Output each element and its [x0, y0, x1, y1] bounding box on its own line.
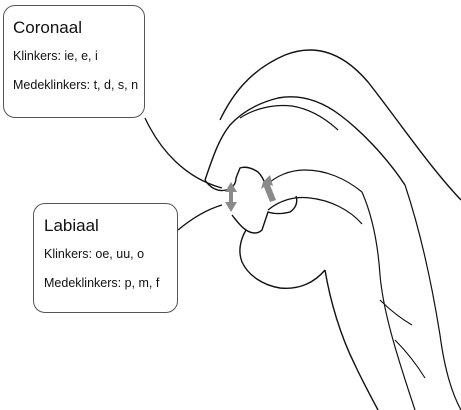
coronal-title: Coronaal — [13, 18, 144, 38]
chin-jaw — [240, 230, 325, 288]
tongue — [268, 198, 362, 225]
labial-callout: Labiaal Klinkers: oe, uu, o Medeklinkers… — [33, 203, 178, 313]
lower-lip — [232, 196, 297, 233]
labial-title: Labiaal — [44, 216, 177, 236]
nasal-contour — [240, 106, 338, 131]
coronal-consonants: Medeklinkers: t, d, s, n — [13, 77, 144, 93]
roof-of-mouth — [266, 170, 362, 192]
larynx-detail — [380, 300, 425, 378]
neck-front — [325, 270, 378, 410]
coronal-callout: Coronaal Klinkers: ie, e, i Medeklinkers… — [3, 5, 145, 118]
upper-lip — [205, 167, 266, 190]
labial-vowels: Klinkers: oe, uu, o — [44, 246, 177, 262]
coronal-pointer-line — [145, 118, 222, 188]
throat-back — [405, 185, 461, 410]
lip-double-arrow — [225, 182, 237, 212]
coronal-vowels: Klinkers: ie, e, i — [13, 48, 144, 64]
palate-outline — [205, 97, 405, 185]
labial-consonants: Medeklinkers: p, m, f — [44, 275, 177, 291]
labial-pointer-line — [178, 205, 222, 230]
pharynx-wall — [362, 192, 415, 410]
